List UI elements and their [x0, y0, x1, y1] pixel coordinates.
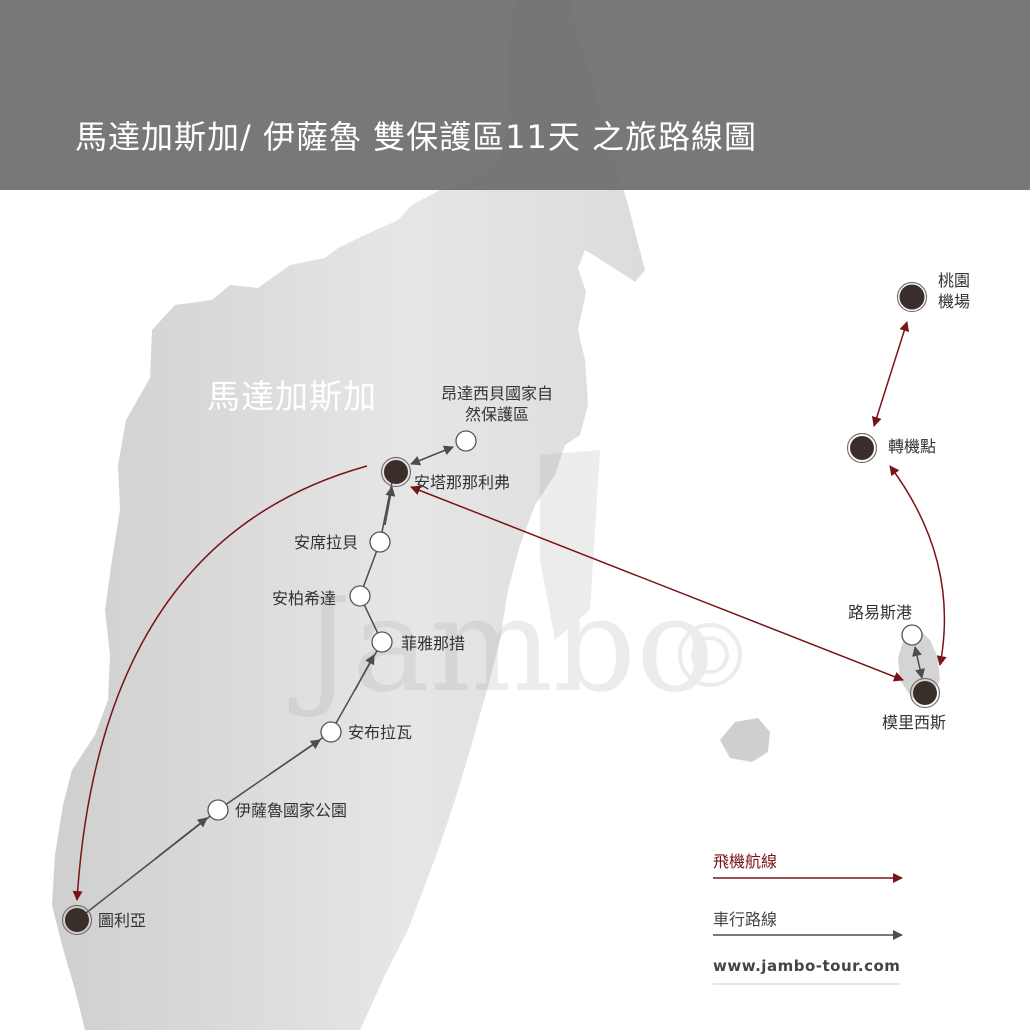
label-ambositra: 安柏希達: [272, 589, 337, 608]
flight-route-transfer-mauritius: [889, 465, 947, 666]
label-antananarivo: 安塔那那利弗: [414, 473, 511, 492]
stop-marker-port-louis: [901, 624, 923, 646]
hub-marker-transfer: [850, 436, 874, 460]
stop-marker-isalo: [207, 799, 229, 821]
stop-marker-ankarafantsika: [455, 430, 477, 452]
label-ambalavao: 安布拉瓦: [348, 723, 413, 742]
hub-marker-mauritius: [913, 681, 937, 705]
country-label: 馬達加斯加: [207, 377, 377, 416]
stop-marker-ambositra: [349, 585, 371, 607]
label-port-louis: 路易斯港: [848, 603, 913, 622]
stop-marker-antsirabe: [369, 531, 391, 553]
label-transfer: 轉機點: [888, 437, 937, 456]
reunion-island: [720, 718, 770, 762]
hub-marker-tulear: [65, 908, 89, 932]
drive-arrow-ambalavao: [269, 739, 321, 775]
label-isalo: 伊薩魯國家公園: [235, 801, 348, 820]
madagascar-island: [52, 0, 645, 1030]
flight-route-antananarivo-tulear: [72, 465, 368, 901]
label-ankarafantsika: 昂達西貝國家自然保護區: [440, 384, 553, 424]
flight-route-mauritius-antananarivo: [410, 485, 904, 682]
legend-drive-label: 車行路線: [713, 910, 778, 929]
label-tulear: 圖利亞: [98, 911, 147, 930]
website-url: www.jambo-tour.com: [713, 957, 901, 975]
drive-arrow-isalo: [154, 817, 208, 860]
drive-arrow-antananarivo: [384, 486, 396, 526]
hub-marker-antananarivo: [384, 460, 408, 484]
title-banner: 馬達加斯加/ 伊薩魯 雙保護區11天 之旅路線圖: [0, 0, 1030, 190]
label-fianarantsoa: 菲雅那措: [401, 634, 466, 653]
label-antsirabe: 安席拉貝: [294, 533, 359, 552]
legend-flight-label: 飛機航線: [713, 852, 778, 871]
stop-marker-fianarantsoa: [371, 631, 393, 653]
label-taoyuan: 桃園機場: [938, 271, 971, 311]
hub-marker-taoyuan: [899, 284, 925, 310]
drive-route-port-louis-mauritius: [912, 646, 925, 679]
page-title: 馬達加斯加/ 伊薩魯 雙保護區11天 之旅路線圖: [75, 118, 758, 156]
flight-route-taoyuan-transfer: [871, 321, 910, 427]
label-mauritius: 模里西斯: [882, 713, 947, 732]
drive-arrow-fianarantsoa: [354, 654, 375, 691]
stop-marker-ambalavao: [320, 721, 342, 743]
drive-route-antananarivo-ankarafantsika: [410, 445, 454, 466]
